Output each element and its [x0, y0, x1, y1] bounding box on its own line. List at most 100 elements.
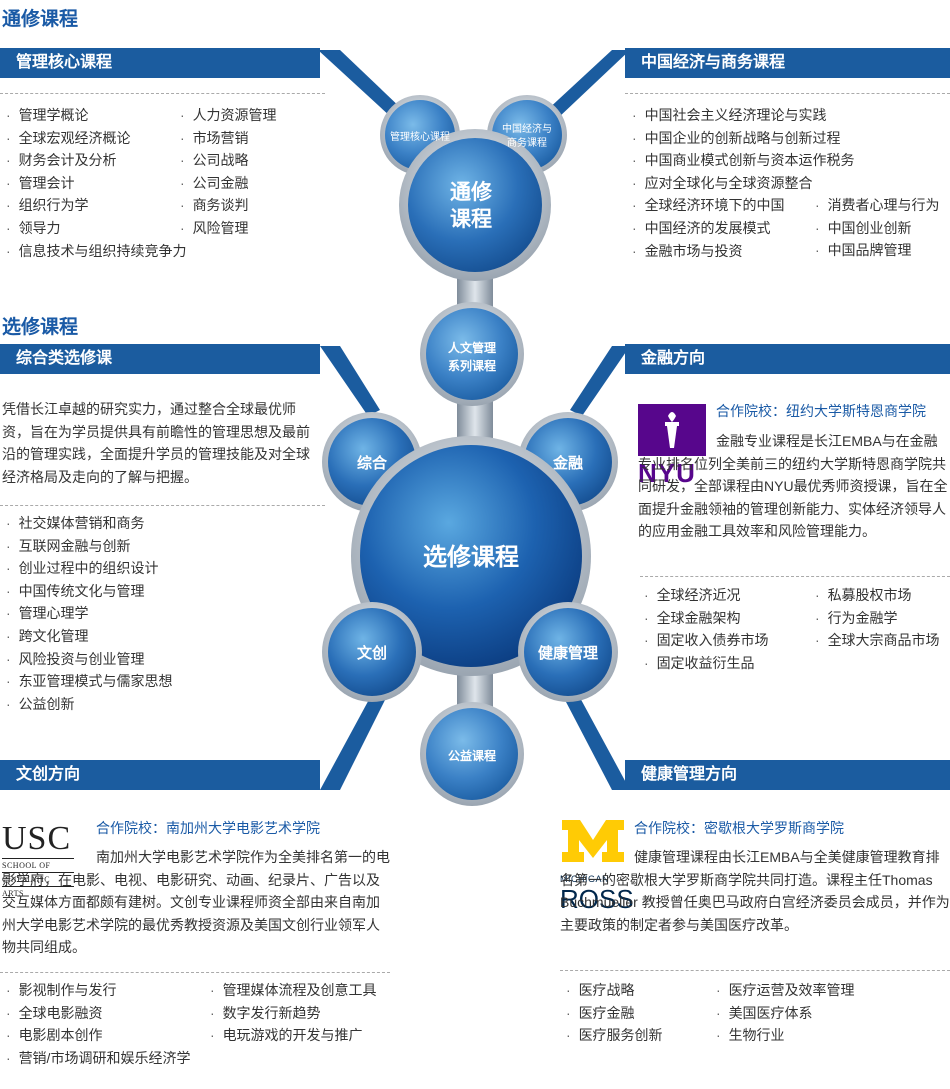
label-small-mgmt: 管理核心课程 — [390, 130, 450, 143]
health-header: 健康管理方向 — [625, 760, 950, 790]
list-item: 全球金融架构 — [644, 607, 769, 630]
circle-health — [524, 608, 612, 696]
circle-humanities — [426, 308, 518, 400]
creative-desc: 南加州大学电影艺术学院作为全美排名第一的电影学府，在电影、电视、电影研究、动画、… — [2, 849, 390, 956]
label-general: 综合 — [357, 454, 388, 472]
mgmt-core-list-2: 人力资源管理 市场营销 公司战略 公司金融 商务谈判 风险管理 — [180, 104, 277, 240]
divider — [0, 505, 325, 506]
list-item: 全球电影融资 — [6, 1002, 190, 1025]
list-item: 市场营销 — [180, 127, 277, 150]
divider — [640, 576, 950, 577]
list-item: 领导力 — [6, 217, 187, 240]
label-charity: 公益课程 — [448, 748, 496, 763]
ross-text: ROSS — [560, 884, 634, 914]
circle-required — [408, 138, 542, 272]
usc-logo-sub: SCHOOL OF — [2, 859, 74, 873]
list-item: 医疗服务创新 — [566, 1024, 663, 1047]
label-humanities-2: 系列课程 — [448, 358, 496, 373]
label-small-china-2: 商务课程 — [507, 136, 547, 149]
nyu-logo-text: NYU — [638, 458, 696, 488]
label-elective: 选修课程 — [423, 544, 519, 571]
pointer-health — [565, 694, 630, 790]
china-econ-list-1: 中国社会主义经济理论与实践 中国企业的创新战略与创新过程 中国商业模式创新与资本… — [632, 104, 855, 262]
list-item: 中国企业的创新战略与创新过程 — [632, 127, 855, 150]
finance-desc: 金融专业课程是长江EMBA与在金融专业排名位列全美前三的纽约大学斯特恩商学院共同… — [638, 433, 948, 540]
list-item: 公司战略 — [180, 149, 277, 172]
list-item: 中国商业模式创新与资本运作税务 — [632, 149, 855, 172]
finance-list-2: 私募股权市场 行为金融学 全球大宗商品市场 — [815, 584, 940, 652]
list-item: 医疗运营及效率管理 — [716, 979, 855, 1002]
list-item: 数字发行新趋势 — [210, 1002, 377, 1025]
divider — [625, 93, 950, 94]
list-item: 中国经济的发展模式 — [632, 217, 855, 240]
list-item: 跨文化管理 — [6, 625, 173, 648]
elective-courses-title: 选修课程 — [2, 317, 79, 338]
list-item: 创业过程中的组织设计 — [6, 557, 173, 580]
list-item: 医疗金融 — [566, 1002, 663, 1025]
list-item: 东亚管理模式与儒家思想 — [6, 670, 173, 693]
list-item: 管理会计 — [6, 172, 187, 195]
general-elective-list: 社交媒体营销和商务 互联网金融与创新 创业过程中的组织设计 中国传统文化与管理 … — [6, 512, 173, 715]
list-item: 金融市场与投资 — [632, 240, 855, 263]
list-item: 中国社会主义经济理论与实践 — [632, 104, 855, 127]
list-item: 电影剧本创作 — [6, 1024, 190, 1047]
list-item: 财务会计及分析 — [6, 149, 187, 172]
nyu-logo: NYU — [638, 404, 706, 492]
list-item: 消费者心理与行为 — [815, 194, 940, 217]
michigan-ross-logo: MICHIGAN ROSS — [560, 818, 634, 914]
list-item: 全球宏观经济概论 — [6, 127, 187, 150]
pointer-mgmt — [318, 50, 405, 118]
label-humanities-1: 人文管理 — [448, 340, 496, 355]
list-item: 电玩游戏的开发与推广 — [210, 1024, 377, 1047]
china-econ-header: 中国经济与商务课程 — [625, 48, 950, 78]
label-required-1: 通修 — [450, 180, 493, 204]
required-courses-title: 通修课程 — [2, 9, 79, 30]
list-item: 固定收益衍生品 — [644, 652, 769, 675]
usc-logo-sub: ARTS — [2, 889, 24, 898]
list-item: 全球经济近况 — [644, 584, 769, 607]
block-m-icon — [562, 820, 624, 862]
circle-elective — [360, 445, 582, 667]
michigan-text: MICHIGAN — [560, 874, 609, 884]
list-item: 医疗战略 — [566, 979, 663, 1002]
general-elective-header: 综合类选修课 — [0, 344, 320, 374]
divider — [0, 93, 325, 94]
list-item: 信息技术与组织持续竞争力 — [6, 240, 187, 263]
circle-creative — [328, 608, 416, 696]
list-item: 营销/市场调研和娱乐经济学 — [6, 1047, 191, 1070]
list-item: 组织行为学 — [6, 194, 187, 217]
list-item: 私募股权市场 — [815, 584, 940, 607]
list-item: 管理学概论 — [6, 104, 187, 127]
health-partner: 合作院校：密歇根大学罗斯商学院 — [634, 820, 844, 836]
creative-header: 文创方向 — [0, 760, 320, 790]
label-health: 健康管理 — [538, 644, 598, 662]
usc-logo-sub: CINEMATIC — [2, 873, 74, 887]
list-item: 全球大宗商品市场 — [815, 629, 940, 652]
usc-logo-text: USC — [2, 820, 72, 857]
list-item: 影视制作与发行 — [6, 979, 190, 1002]
list-item: 生物行业 — [716, 1024, 855, 1047]
label-small-china-1: 中国经济与 — [502, 122, 552, 135]
list-item: 美国医疗体系 — [716, 1002, 855, 1025]
health-desc: 健康管理课程由长江EMBA与全美健康管理教育排名第一的密歇根大学罗斯商学院共同打… — [560, 849, 950, 933]
divider — [560, 970, 950, 971]
list-item: 风险投资与创业管理 — [6, 648, 173, 671]
label-finance: 金融 — [552, 454, 583, 472]
list-item: 互联网金融与创新 — [6, 535, 173, 558]
creative-list-1: 影视制作与发行 全球电影融资 电影剧本创作 营销/市场调研和娱乐经济学 — [6, 979, 191, 1070]
list-item: 中国传统文化与管理 — [6, 580, 173, 603]
torch-icon — [638, 404, 706, 456]
health-list-2: 医疗运营及效率管理 美国医疗体系 生物行业 — [716, 979, 855, 1047]
list-item: 公司金融 — [180, 172, 277, 195]
mgmt-core-header: 管理核心课程 — [0, 48, 320, 78]
pointer-china — [545, 50, 630, 118]
pointer-creative — [320, 694, 385, 790]
china-econ-list-2: 消费者心理与行为 中国创业创新 中国品牌管理 — [815, 194, 940, 262]
usc-logo: USC SCHOOL OF CINEMATIC ARTS — [2, 822, 74, 908]
list-item: 社交媒体营销和商务 — [6, 512, 173, 535]
list-item: 行为金融学 — [815, 607, 940, 630]
general-elective-intro: 凭借长江卓越的研究实力，通过整合全球最优师资，旨在为学员提供具有前瞻性的管理思想… — [2, 401, 310, 485]
creative-partner: 合作院校：南加州大学电影艺术学院 — [96, 820, 320, 836]
label-required-2: 课程 — [450, 208, 492, 231]
